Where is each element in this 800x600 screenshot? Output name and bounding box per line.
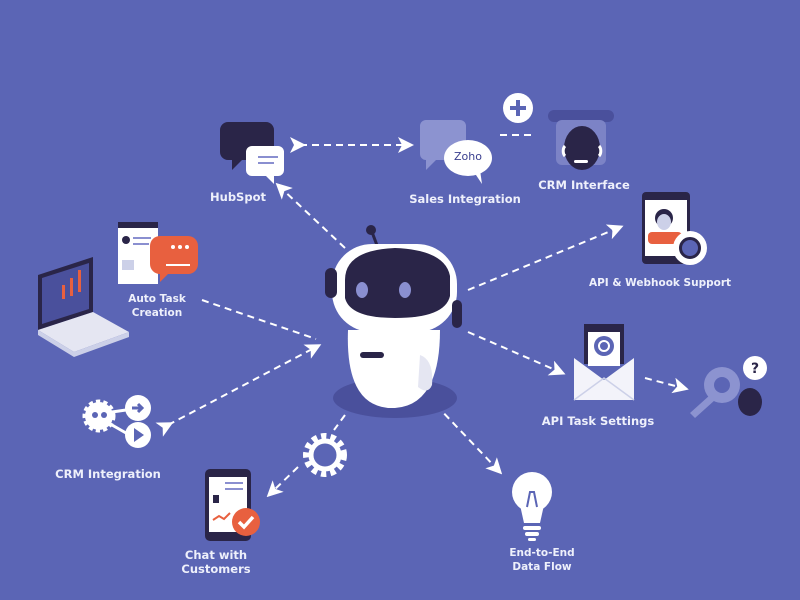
data-flow-label: End-to-End Data Flow [509, 546, 574, 574]
hubspot-label: HubSpot [210, 190, 266, 204]
data-flow-label-line2: Data Flow [512, 561, 572, 573]
chat-customers-label-line2: Customers [181, 562, 251, 576]
connector-lines [155, 134, 689, 498]
laptop-chart-icon [38, 257, 129, 357]
line-autotask-robot [201, 299, 317, 340]
envelope-icon [573, 324, 635, 401]
document-chat-icon [118, 222, 198, 284]
sales-integration-label: Sales Integration [409, 192, 521, 206]
tablet-check-icon [205, 469, 260, 541]
lightbulb-icon [512, 472, 552, 541]
support-agent-icon [548, 110, 614, 170]
crm-integration-label: CRM Integration [55, 467, 161, 481]
arrow-robot-crm-integration [155, 344, 322, 437]
profile-tablet-gear-icon [642, 192, 707, 265]
gear-icon [303, 433, 347, 477]
wrench-question-icon: ? [690, 356, 767, 418]
robot-icon [325, 225, 462, 418]
arrow-gear-chat [266, 466, 299, 498]
auto-task-label: Auto Task Creation [128, 292, 186, 320]
api-task-settings-label: API Task Settings [541, 414, 655, 428]
arrow-robot-hubspot [275, 182, 346, 249]
zoho-bubble-icon [420, 120, 492, 184]
auto-task-label-line2: Creation [131, 307, 183, 319]
api-webhook-label: API & Webhook Support [588, 277, 732, 289]
chat-customers-label-line1: Chat with [184, 548, 248, 562]
plus-icon [503, 93, 533, 123]
arrow-envelope-settings [644, 377, 689, 394]
svg-text:?: ? [751, 361, 759, 377]
auto-task-label-line1: Auto Task [128, 293, 186, 305]
zoho-bubble-text: Zoho [454, 150, 482, 163]
line-robot-gear [333, 414, 346, 431]
data-flow-label-line1: End-to-End [509, 547, 575, 559]
arrow-robot-bulb [435, 404, 503, 475]
arrow-robot-api [467, 224, 624, 291]
gear-flow-icon [82, 395, 151, 448]
crm-interface-label: CRM Interface [538, 178, 630, 192]
chat-bubbles-icon [220, 122, 284, 184]
arrow-robot-envelope [467, 331, 566, 376]
chat-customers-label: Chat with Customers [181, 548, 250, 576]
